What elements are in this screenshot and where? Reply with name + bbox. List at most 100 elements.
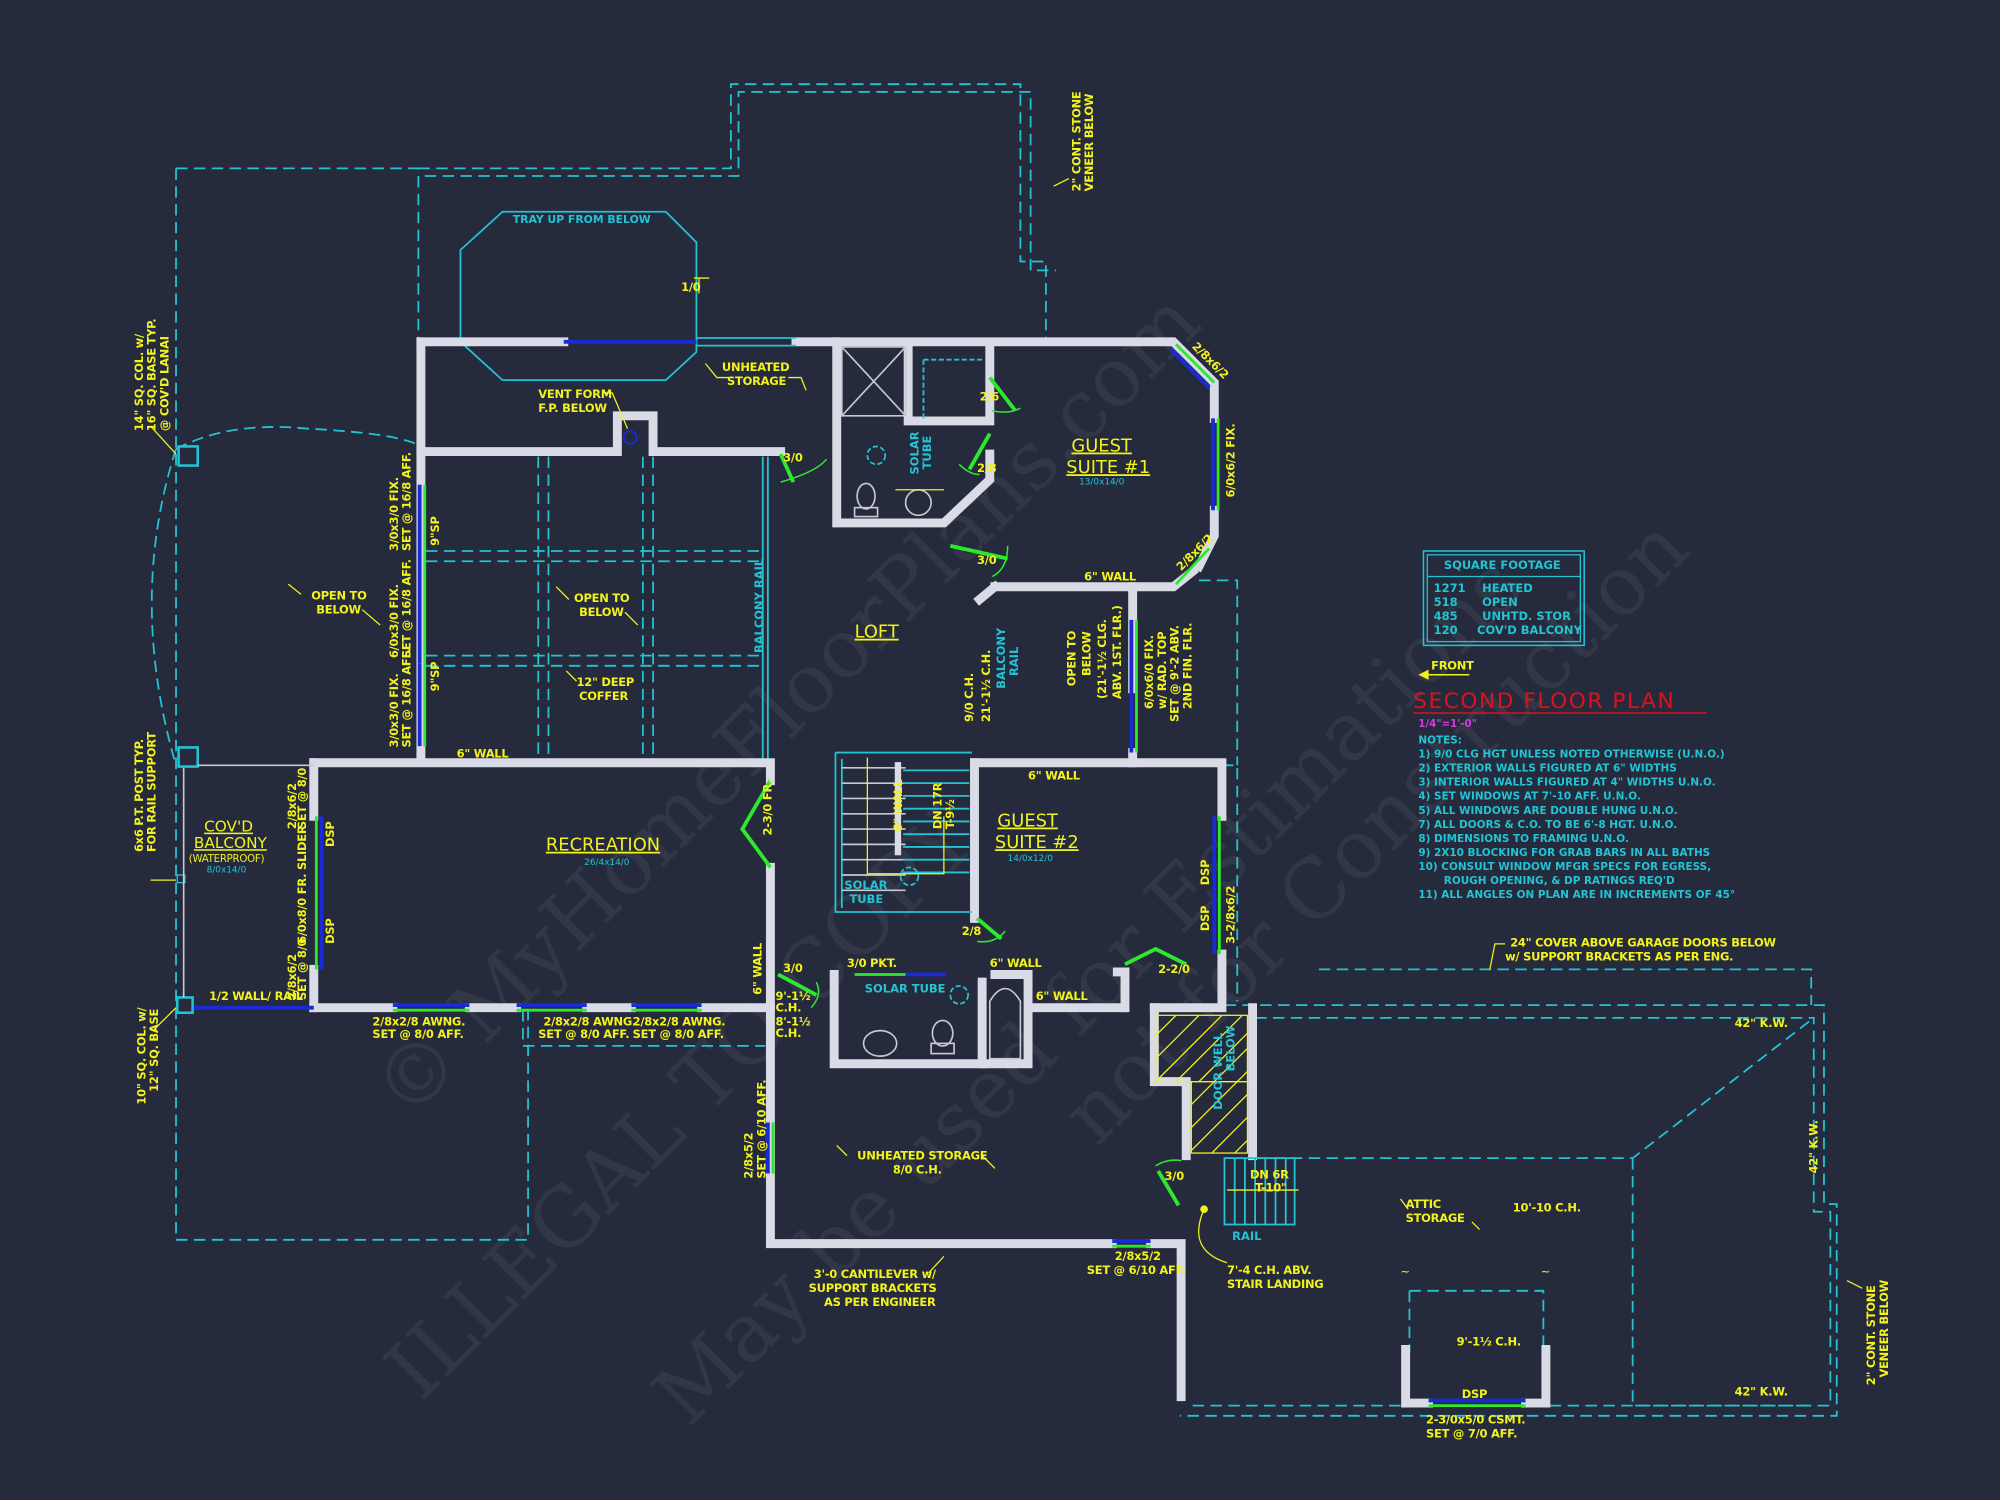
svg-text:14" SQ. COL. w/: 14" SQ. COL. w/	[132, 333, 146, 431]
svg-text:AS PER ENGINEER: AS PER ENGINEER	[824, 1295, 936, 1309]
svg-text:(WATERPROOF): (WATERPROOF)	[189, 854, 265, 865]
svg-text:TUBE: TUBE	[920, 436, 934, 470]
svg-text:COV'D BALCONY: COV'D BALCONY	[1477, 623, 1582, 637]
title-block: FRONT SECOND FLOOR PLAN 1/4"=1'-0"	[1413, 659, 1707, 730]
svg-text:8) DIMENSIONS TO FRAMING U.N.: 8) DIMENSIONS TO FRAMING U.N.O.	[1418, 833, 1628, 845]
roof-outlines	[150, 83, 1838, 1417]
svg-text:F.P. BELOW: F.P. BELOW	[538, 401, 607, 415]
svg-text:SET @ 8/0: SET @ 8/0	[295, 768, 309, 829]
svg-text:SET @ 8/0: SET @ 8/0	[295, 939, 309, 1000]
svg-text:10" SQ. COL. w/: 10" SQ. COL. w/	[134, 1006, 148, 1104]
svg-text:SET @ 7/0 AFF.: SET @ 7/0 AFF.	[1426, 1427, 1517, 1441]
svg-text:BELOW: BELOW	[1080, 631, 1094, 676]
svg-text:SUITE #2: SUITE #2	[995, 832, 1079, 853]
svg-text:SET @ 16/8 AFF.: SET @ 16/8 AFF.	[400, 649, 414, 748]
svg-text:SET @ 8/0 AFF.: SET @ 8/0 AFF.	[633, 1027, 724, 1041]
svg-text:2/8x2/8 AWNG.: 2/8x2/8 AWNG.	[372, 1015, 465, 1029]
stairs	[834, 751, 1299, 1264]
room-recreation: RECREATION	[546, 835, 660, 856]
svg-text:SOLAR: SOLAR	[844, 878, 887, 892]
svg-text:6" WALL: 6" WALL	[1084, 569, 1136, 583]
svg-text:4) SET WINDOWS AT 7'-10 AFF.: 4) SET WINDOWS AT 7'-10 AFF. U.N.O.	[1418, 791, 1641, 803]
svg-text:9) 2X10 BLOCKING FOR GRAB BAR: 9) 2X10 BLOCKING FOR GRAB BARS IN ALL BA…	[1418, 847, 1710, 859]
svg-text:SOLAR TUBE: SOLAR TUBE	[865, 981, 946, 995]
svg-text:DOOR WELL: DOOR WELL	[1211, 1033, 1225, 1110]
svg-text:2/8x5/2: 2/8x5/2	[1115, 1249, 1161, 1263]
svg-text:ROUGH OPENING, & DP RATINGS RE: ROUGH OPENING, & DP RATINGS REQ'D	[1418, 875, 1675, 887]
svg-text:3/0x3/0 FIX.: 3/0x3/0 FIX.	[387, 674, 401, 748]
svg-text:26/4x14/0: 26/4x14/0	[584, 858, 630, 868]
drawing-title: SECOND FLOOR PLAN	[1413, 689, 1675, 714]
svg-text:42" K.W.: 42" K.W.	[1735, 1384, 1788, 1398]
svg-text:OPEN TO: OPEN TO	[574, 591, 630, 605]
svg-text:9"SP: 9"SP	[428, 662, 442, 692]
svg-text:(21'-1½ CLG.: (21'-1½ CLG.	[1095, 619, 1109, 699]
svg-text:3-2/8x6/2: 3-2/8x6/2	[1224, 886, 1238, 944]
svg-text:42" K.W.: 42" K.W.	[1807, 1120, 1821, 1173]
svg-text:3/0: 3/0	[783, 451, 803, 465]
svg-text:3) INTERIOR WALLS FIGURED AT: 3) INTERIOR WALLS FIGURED AT 4" WIDTHS U…	[1418, 777, 1715, 789]
svg-text:3/0: 3/0	[783, 961, 803, 975]
svg-text:12" SQ. BASE: 12" SQ. BASE	[147, 1009, 161, 1092]
room-covd-balcony: COV'D	[204, 818, 253, 836]
svg-text:NOTES:: NOTES:	[1418, 735, 1462, 747]
svg-text:~: ~	[1401, 1265, 1410, 1279]
doors	[740, 376, 1188, 1207]
svg-text:2-3/0 FR.: 2-3/0 FR.	[761, 780, 775, 836]
svg-text:T-10": T-10"	[1255, 1180, 1287, 1194]
svg-text:HEATED: HEATED	[1482, 581, 1533, 595]
svg-text:2-3/0x5/0 CSMT.: 2-3/0x5/0 CSMT.	[1426, 1412, 1525, 1426]
svg-text:6" WALL: 6" WALL	[990, 956, 1042, 970]
svg-text:6x6 P.T. POST TYP.: 6x6 P.T. POST TYP.	[132, 739, 146, 852]
svg-text:DN 17R: DN 17R	[930, 782, 944, 829]
svg-text:6/0x3/0 FIX.: 6/0x3/0 FIX.	[387, 584, 401, 658]
svg-text:1/0: 1/0	[681, 280, 701, 294]
svg-text:BELOW: BELOW	[1224, 1025, 1238, 1071]
svg-text:COFFER: COFFER	[579, 689, 628, 703]
svg-text:ABV. 1ST. FLR.): ABV. 1ST. FLR.)	[1110, 605, 1124, 699]
svg-text:TRAY UP FROM BELOW: TRAY UP FROM BELOW	[513, 213, 651, 226]
svg-text:OPEN: OPEN	[1482, 595, 1518, 609]
svg-text:BELOW: BELOW	[579, 605, 624, 619]
svg-text:STORAGE: STORAGE	[727, 374, 786, 388]
svg-text:2" CONT. STONE: 2" CONT. STONE	[1069, 91, 1083, 191]
svg-text:VENEER BELOW: VENEER BELOW	[1082, 93, 1096, 191]
svg-text:6" WALL: 6" WALL	[1036, 989, 1088, 1003]
svg-text:6/0x6/0 FIX.: 6/0x6/0 FIX.	[1142, 635, 1156, 709]
svg-text:UNHEATED STORAGE: UNHEATED STORAGE	[857, 1148, 987, 1162]
notes: NOTES: 1) 9/0 CLG HGT UNLESS NOTED OTHER…	[1418, 735, 1735, 901]
svg-text:2-2/0: 2-2/0	[1158, 962, 1190, 976]
leader-lines	[150, 178, 1863, 1289]
svg-text:6/0x8/0 FR. SLIDER: 6/0x8/0 FR. SLIDER	[295, 825, 309, 944]
svg-text:10'-10 C.H.: 10'-10 C.H.	[1513, 1201, 1581, 1215]
svg-text:SUITE #1: SUITE #1	[1066, 457, 1150, 478]
svg-text:485: 485	[1434, 609, 1458, 623]
svg-text:7'-4 C.H. ABV.: 7'-4 C.H. ABV.	[1227, 1263, 1311, 1277]
svg-text:C.H.: C.H.	[776, 1000, 802, 1014]
svg-text:9'-1½ C.H.: 9'-1½ C.H.	[1457, 1335, 1521, 1349]
svg-text:12" DEEP: 12" DEEP	[577, 675, 634, 689]
svg-text:6" WALL: 6" WALL	[750, 943, 764, 995]
tray-ceiling: TRAY UP FROM BELOW 1/0	[459, 210, 710, 381]
svg-text:TUBE: TUBE	[849, 892, 883, 906]
svg-text:2ND FIN. FLR.: 2ND FIN. FLR.	[1180, 623, 1194, 709]
svg-text:2/8x6/2: 2/8x6/2	[285, 783, 299, 829]
svg-text:11) ALL ANGLES ON PLAN ARE IN: 11) ALL ANGLES ON PLAN ARE IN INCREMENTS…	[1418, 889, 1735, 901]
svg-text:6" WALL: 6" WALL	[457, 747, 509, 761]
annotations: UNHEATED STORAGE VENT FORM F.P. BELOW OP…	[209, 360, 1788, 1440]
svg-text:BALCONY: BALCONY	[194, 834, 268, 852]
svg-text:OPEN TO: OPEN TO	[311, 588, 367, 602]
svg-text:2/8: 2/8	[977, 461, 997, 475]
svg-text:DSP: DSP	[1198, 906, 1212, 931]
svg-text:SET @ 6/10 AFF.: SET @ 6/10 AFF.	[754, 1080, 768, 1179]
svg-text:VENT FORM: VENT FORM	[538, 387, 612, 401]
square-footage-table: SQUARE FOOTAGE 1271 HEATED 518 OPEN 485 …	[1422, 550, 1585, 647]
svg-text:1) 9/0 CLG HGT UNLESS NOTED O: 1) 9/0 CLG HGT UNLESS NOTED OTHERWISE (U…	[1418, 749, 1724, 761]
front-label: FRONT	[1431, 659, 1474, 673]
svg-text:SET @ 9'-2 ABV.: SET @ 9'-2 ABV.	[1168, 625, 1182, 722]
svg-text:2/8: 2/8	[962, 924, 982, 938]
room-loft: LOFT	[855, 622, 899, 643]
svg-text:DN 6R: DN 6R	[1250, 1168, 1289, 1182]
